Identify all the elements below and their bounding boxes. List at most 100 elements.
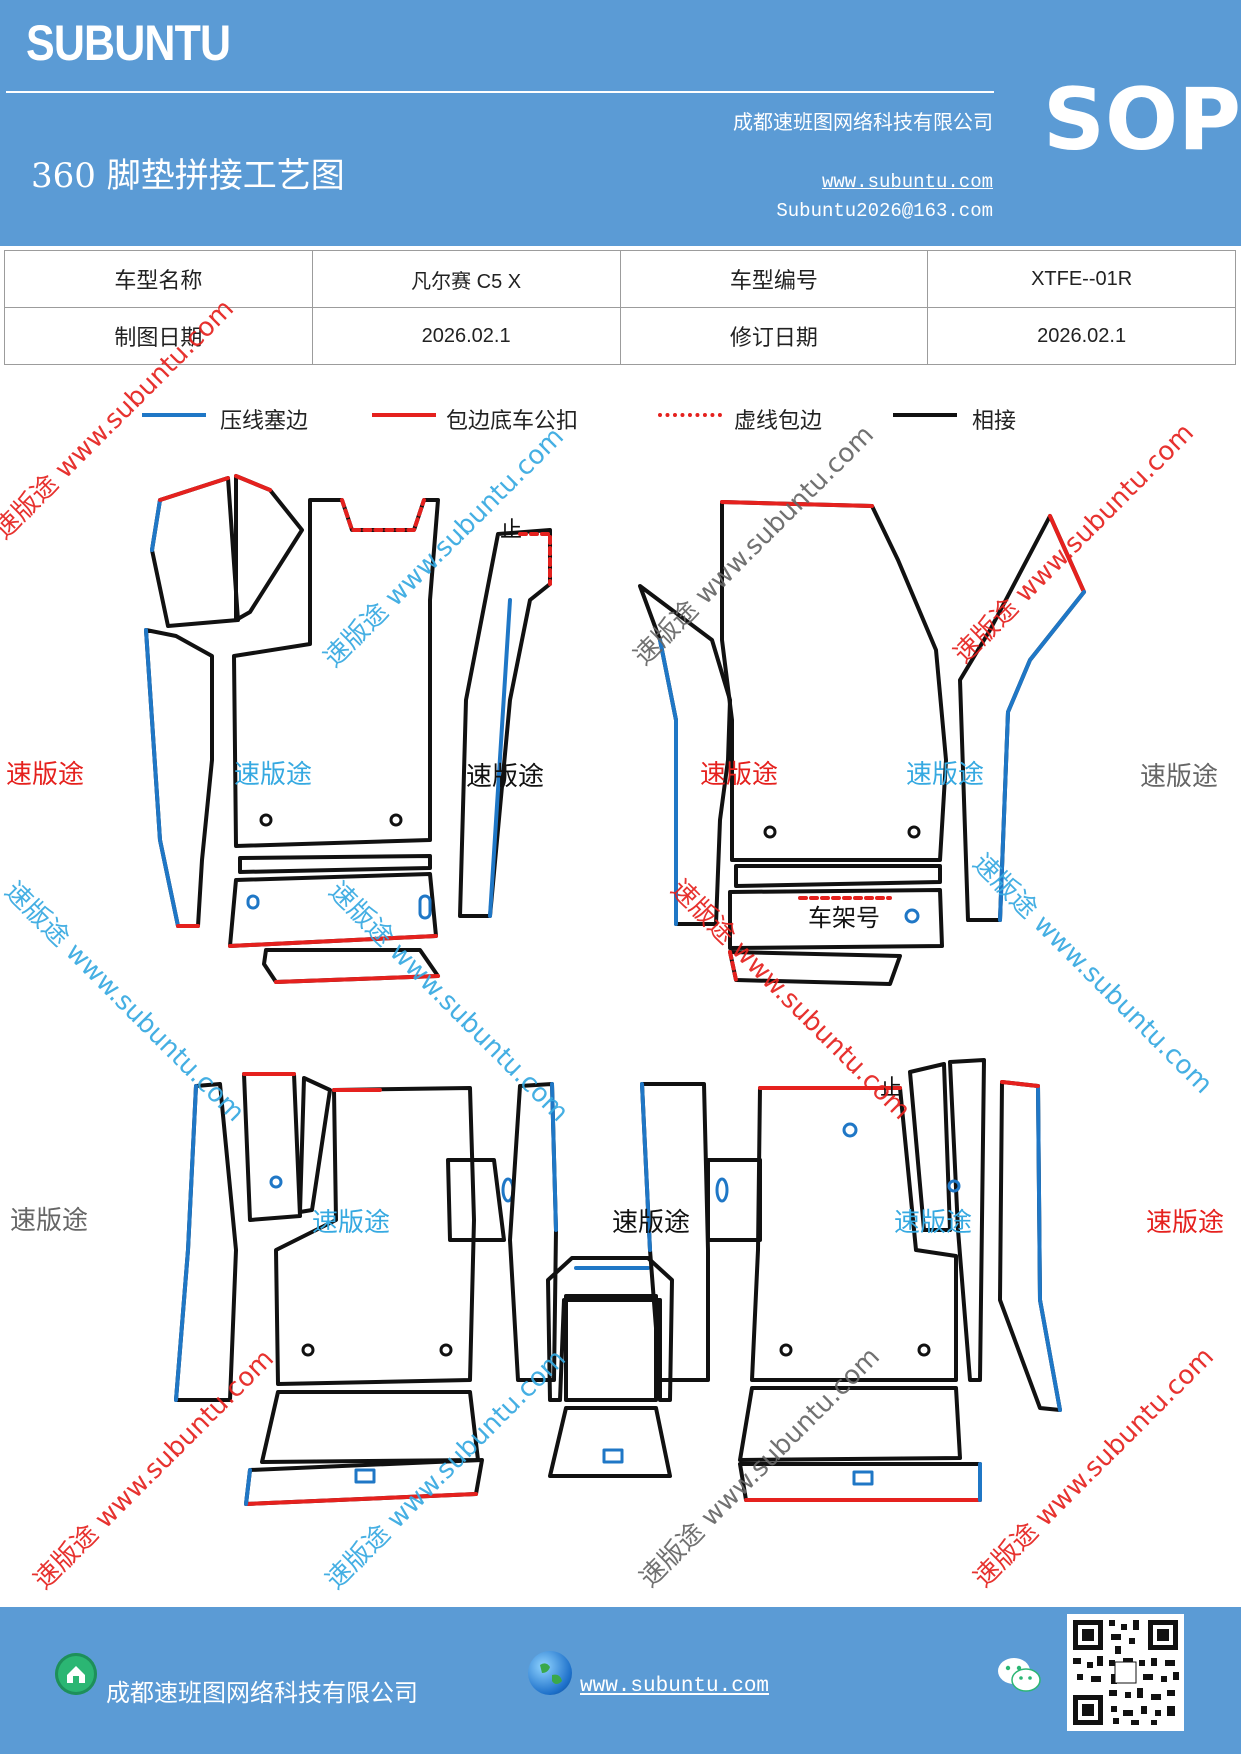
- legend: 压线塞边 包边底车公扣 虚线包边 相接: [0, 403, 1241, 434]
- legend-label: 压线塞边: [220, 409, 309, 434]
- table-row: 制图日期 2026.02.1 修订日期 2026.02.1: [4, 307, 1236, 365]
- mat-piece: [446, 1158, 506, 1242]
- mat-clip: [354, 1468, 376, 1484]
- footer-company: 成都速班图网络科技有限公司: [106, 1679, 418, 1707]
- watermark-text: 速版途: [312, 1208, 391, 1238]
- label-model-name: 车型名称: [4, 250, 313, 308]
- mat-piece: [564, 1294, 658, 1402]
- watermark-text: 速版途: [1140, 762, 1219, 792]
- mat-piece: [298, 1076, 332, 1214]
- watermark-text: 速版途: [10, 1206, 89, 1236]
- watermark-text: 速版途: [612, 1208, 691, 1238]
- label-draw-date: 制图日期: [4, 307, 313, 365]
- mat-piece: [548, 1406, 672, 1478]
- legend-swatch-blue: [142, 413, 206, 417]
- mat-hole: [779, 1343, 793, 1357]
- mat-hole: [301, 1343, 315, 1357]
- legend-label: 相接: [972, 409, 1017, 434]
- mat-piece: [546, 1256, 674, 1402]
- legend-swatch-black: [893, 413, 957, 417]
- watermark-text: 速版途: [906, 760, 985, 790]
- watermark-text: 速版途: [700, 760, 779, 790]
- mat-piece: [274, 1086, 476, 1386]
- mat-piece: [728, 888, 944, 950]
- mat-edge-blue: [144, 628, 180, 928]
- mat-hole: [439, 1343, 453, 1357]
- header-divider: [6, 91, 994, 93]
- rear-center-mat-group: [546, 1256, 674, 1478]
- globe-icon: [528, 1651, 572, 1695]
- mat-layout-diagram: 止 止 车架号 速版途 速版途 速版途 速版途 速版途 速版途 速版途 速版途 …: [0, 294, 1241, 1600]
- mat-edge-red-dotted: [518, 532, 552, 586]
- mat-clip: [246, 894, 260, 910]
- mat-clip: [602, 1448, 624, 1464]
- rear-right-mat-group: [640, 1058, 1062, 1502]
- value-draw-date: 2026.02.1: [311, 307, 621, 365]
- document-title: 360 脚垫拼接工艺图: [31, 156, 345, 196]
- watermark-text: 速版途: [894, 1208, 973, 1238]
- legend-swatch-red-dotted: [658, 413, 722, 417]
- home-icon: [55, 1653, 97, 1695]
- mat-hole: [259, 813, 273, 827]
- mat-edge-blue: [244, 1468, 252, 1506]
- mat-edge-red: [228, 934, 438, 948]
- vin-label: 车架号: [808, 904, 880, 932]
- header-website-link[interactable]: www.subuntu.com: [821, 171, 993, 193]
- mat-piece: [174, 1082, 238, 1402]
- mat-edge-blue: [550, 1082, 558, 1232]
- footer-website-link[interactable]: www.subuntu.com: [580, 1675, 770, 1698]
- watermark-text: 速版途: [234, 760, 313, 790]
- mat-pieces-svg: [144, 474, 1086, 1506]
- mat-piece: [734, 864, 942, 888]
- header-company: 成都速班图网络科技有限公司: [733, 110, 993, 134]
- mat-edge-red-dotted: [728, 950, 738, 982]
- mat-piece: [948, 1058, 986, 1382]
- mat-piece: [908, 1062, 952, 1232]
- value-revise-date: 2026.02.1: [927, 307, 1236, 365]
- mat-piece: [242, 1072, 302, 1222]
- mat-piece: [232, 498, 440, 848]
- sop-badge: SOP: [1043, 70, 1241, 170]
- mat-hole: [907, 825, 921, 839]
- header-banner: SUBUNTU 成都速班图网络科技有限公司 360 脚垫拼接工艺图 www.su…: [0, 0, 1241, 246]
- wechat-icon: [996, 1655, 1042, 1695]
- mat-piece: [728, 950, 902, 986]
- qr-code[interactable]: [1067, 1614, 1184, 1731]
- mat-edge-red-dotted: [340, 498, 426, 532]
- mat-clip: [715, 1177, 729, 1203]
- legend-label: 包边底车公扣: [446, 409, 579, 434]
- front-right-mat-group: [638, 500, 1086, 986]
- mat-hole: [763, 825, 777, 839]
- header-email: Subuntu2026@163.com: [776, 200, 993, 222]
- stop-mark: 止: [880, 1076, 903, 1101]
- mat-piece: [706, 1158, 762, 1242]
- mat-piece: [750, 1086, 958, 1382]
- mat-edge-blue: [488, 598, 512, 918]
- mat-piece: [738, 1386, 962, 1462]
- mat-hole: [947, 1179, 961, 1193]
- mat-hole: [389, 813, 403, 827]
- label-revise-date: 修订日期: [619, 307, 929, 365]
- mat-edge-red: [274, 974, 440, 984]
- vehicle-info-table: 车型名称 凡尔赛 C5 X 车型编号 XTFE--01R 制图日期 2026.0…: [4, 250, 1236, 365]
- brand-logo: SUBUNTU: [26, 15, 231, 71]
- legend-swatch-red: [372, 413, 436, 417]
- mat-piece: [458, 528, 552, 918]
- mat-edge-blue: [658, 638, 678, 926]
- mat-edge-blue: [1036, 1084, 1062, 1412]
- mat-edge-blue: [640, 1082, 652, 1252]
- mat-edge-blue: [150, 498, 162, 552]
- mat-piece: [234, 474, 304, 622]
- legend-label: 虚线包边: [734, 409, 823, 434]
- mat-edge-blue: [174, 1084, 198, 1402]
- mat-piece: [720, 500, 948, 862]
- front-left-mat-group: [144, 474, 552, 984]
- footer-banner: 成都速班图网络科技有限公司 www.subuntu.com: [0, 1607, 1241, 1754]
- mat-hole: [842, 1122, 858, 1138]
- table-row: 车型名称 凡尔赛 C5 X 车型编号 XTFE--01R: [4, 250, 1236, 308]
- mat-hole: [917, 1343, 931, 1357]
- mat-hole: [269, 1175, 283, 1189]
- mat-edge-red: [720, 500, 874, 508]
- mat-clip: [904, 908, 920, 924]
- watermark-text: 速版途: [466, 762, 545, 792]
